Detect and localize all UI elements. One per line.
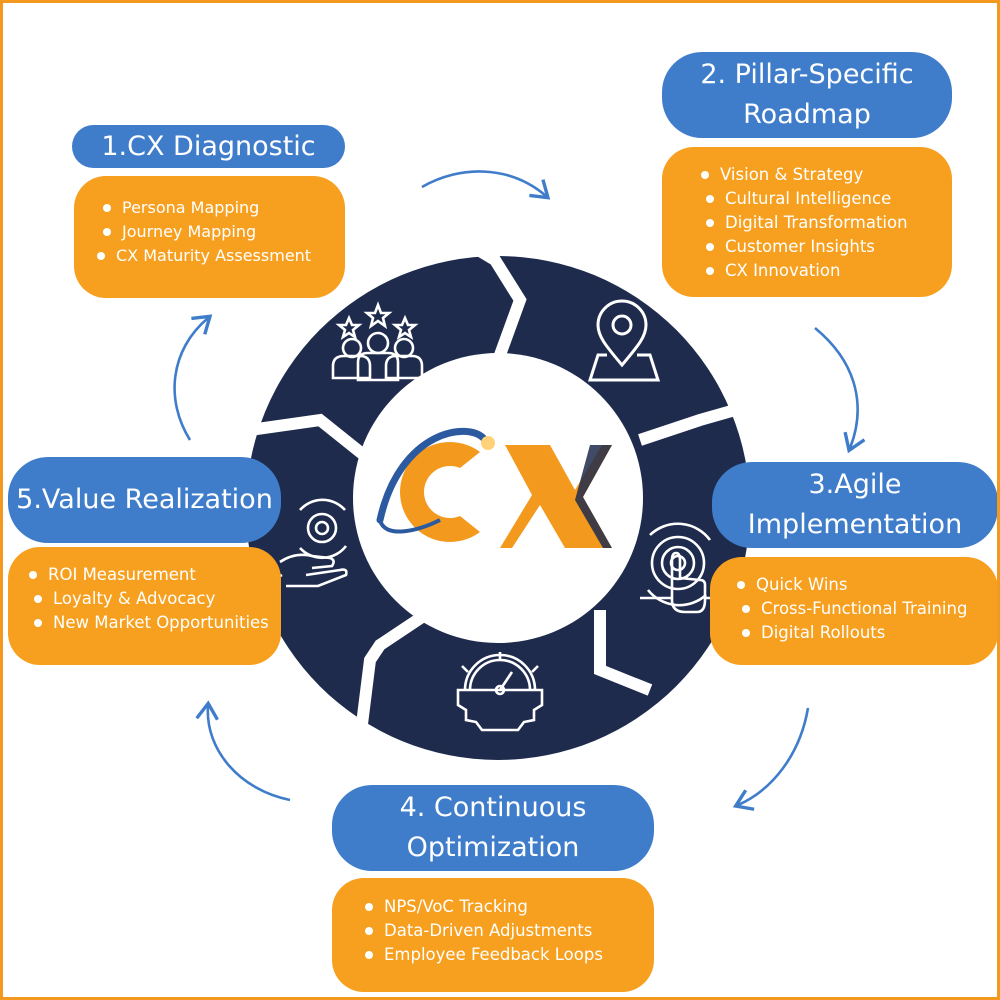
arrow-5-to-1 [173,314,213,441]
stage-4-card: NPS/VoC Tracking Data-Driven Adjustments… [332,878,654,992]
list-item: ROI Measurement [29,563,281,587]
stage-3-title: 3.Agile Implementation [712,462,998,548]
stage-5-card: ROI Measurement Loyalty & Advocacy New M… [8,547,281,665]
stage-3-list: Quick Wins Cross-Functional Training Dig… [737,573,998,645]
stage-2-title: 2. Pillar-Specific Roadmap [662,52,952,138]
list-item: Cross-Functional Training [742,597,998,621]
list-item: Vision & Strategy [701,163,952,187]
arrow-4-to-5 [195,700,291,802]
stage-4-list: NPS/VoC Tracking Data-Driven Adjustments… [365,895,654,967]
stage-4-title-text: 4. Continuous Optimization [399,792,587,863]
stage-3-title-text: 3.Agile Implementation [747,469,963,540]
list-item: CX Innovation [706,259,952,283]
speedometer-gear-icon [456,652,544,732]
map-pin-icon [587,299,661,382]
list-item: New Market Opportunities [34,611,281,635]
list-item: Persona Mapping [103,196,345,220]
list-item: Customer Insights [706,235,952,259]
list-item: Data-Driven Adjustments [365,919,654,943]
list-item: Loyalty & Advocacy [34,587,281,611]
stage-5-list: ROI Measurement Loyalty & Advocacy New M… [29,563,281,635]
stage-4-title: 4. Continuous Optimization [332,785,654,871]
list-item: Journey Mapping [103,220,345,244]
stage-2-list: Vision & Strategy Cultural Intelligence … [701,163,952,283]
stage-1-title: 1.CX Diagnostic [72,125,345,168]
flow-arrows [173,170,866,811]
stage-1-card: Persona Mapping Journey Mapping CX Matur… [74,176,345,298]
list-item: Employee Feedback Loops [365,943,654,967]
team-stars-icon [331,301,424,382]
center-circle [353,353,643,643]
arrow-2-to-3 [814,326,866,454]
stage-5-title-text: 5.Value Realization [16,484,273,515]
cx-logo-text: CX [462,509,479,523]
cx-logo: CX [376,427,612,548]
list-item: NPS/VoC Tracking [365,895,654,919]
list-item: CX Maturity Assessment [97,244,345,268]
stage-2-card: Vision & Strategy Cultural Intelligence … [662,147,952,297]
stage-1-title-text: 1.CX Diagnostic [101,130,316,162]
arrow-3-to-4 [732,707,810,811]
stage-5-title: 5.Value Realization [8,457,281,543]
stage-3-card: Quick Wins Cross-Functional Training Dig… [710,557,998,665]
arrow-1-to-2 [421,170,551,200]
stage-1-list: Persona Mapping Journey Mapping CX Matur… [97,196,345,268]
stage-2-title-text: 2. Pillar-Specific Roadmap [700,59,914,130]
list-item: Quick Wins [737,573,998,597]
list-item: Digital Rollouts [742,621,998,645]
list-item: Digital Transformation [706,211,952,235]
list-item: Cultural Intelligence [706,187,952,211]
